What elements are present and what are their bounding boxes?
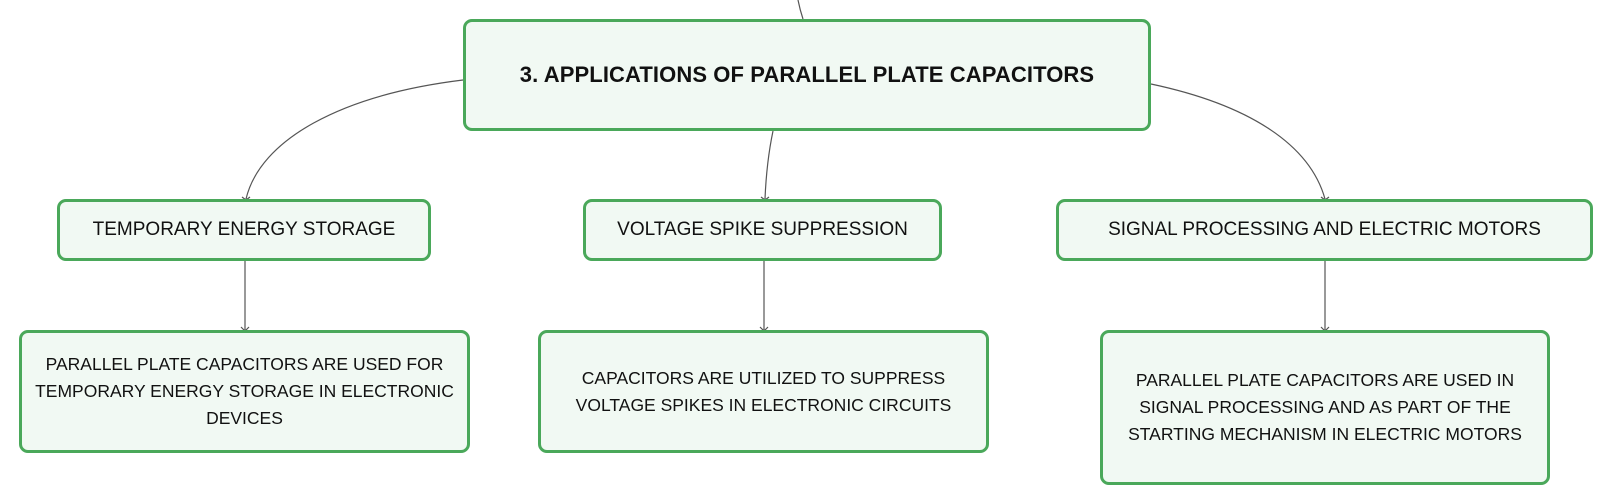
detail-text-signal-processing: PARALLEL PLATE CAPACITORS ARE USED IN SI… [1128,370,1522,444]
detail-node-signal-processing[interactable]: PARALLEL PLATE CAPACITORS ARE USED IN SI… [1100,330,1550,485]
branch-node-voltage-spike[interactable]: VOLTAGE SPIKE SUPPRESSION [583,199,942,261]
connector-root-to-signal-processing [1150,83,1326,200]
branch-node-energy-storage[interactable]: TEMPORARY ENERGY STORAGE [57,199,431,261]
detail-text-energy-storage: PARALLEL PLATE CAPACITORS ARE USED FOR T… [35,354,454,428]
branch-label-energy-storage: TEMPORARY ENERGY STORAGE [92,219,396,240]
connector-root-to-voltage-spike [764,130,774,200]
branch-label-voltage-spike: VOLTAGE SPIKE SUPPRESSION [617,219,908,240]
detail-node-voltage-spike[interactable]: CAPACITORS ARE UTILIZED TO SUPPRESS VOLT… [538,330,989,453]
branch-node-signal-processing[interactable]: SIGNAL PROCESSING AND ELECTRIC MOTORS [1056,199,1593,261]
branch-label-signal-processing: SIGNAL PROCESSING AND ELECTRIC MOTORS [1108,219,1541,240]
detail-node-energy-storage[interactable]: PARALLEL PLATE CAPACITORS ARE USED FOR T… [19,330,470,453]
connector-root-to-energy-storage [245,79,464,200]
root-topic-title: 3. APPLICATIONS OF PARALLEL PLATE CAPACI… [519,62,1095,87]
detail-text-voltage-spike: CAPACITORS ARE UTILIZED TO SUPPRESS VOLT… [575,367,952,415]
root-topic-node[interactable]: 3. APPLICATIONS OF PARALLEL PLATE CAPACI… [463,19,1151,131]
connector-parent-to-root [797,0,804,20]
